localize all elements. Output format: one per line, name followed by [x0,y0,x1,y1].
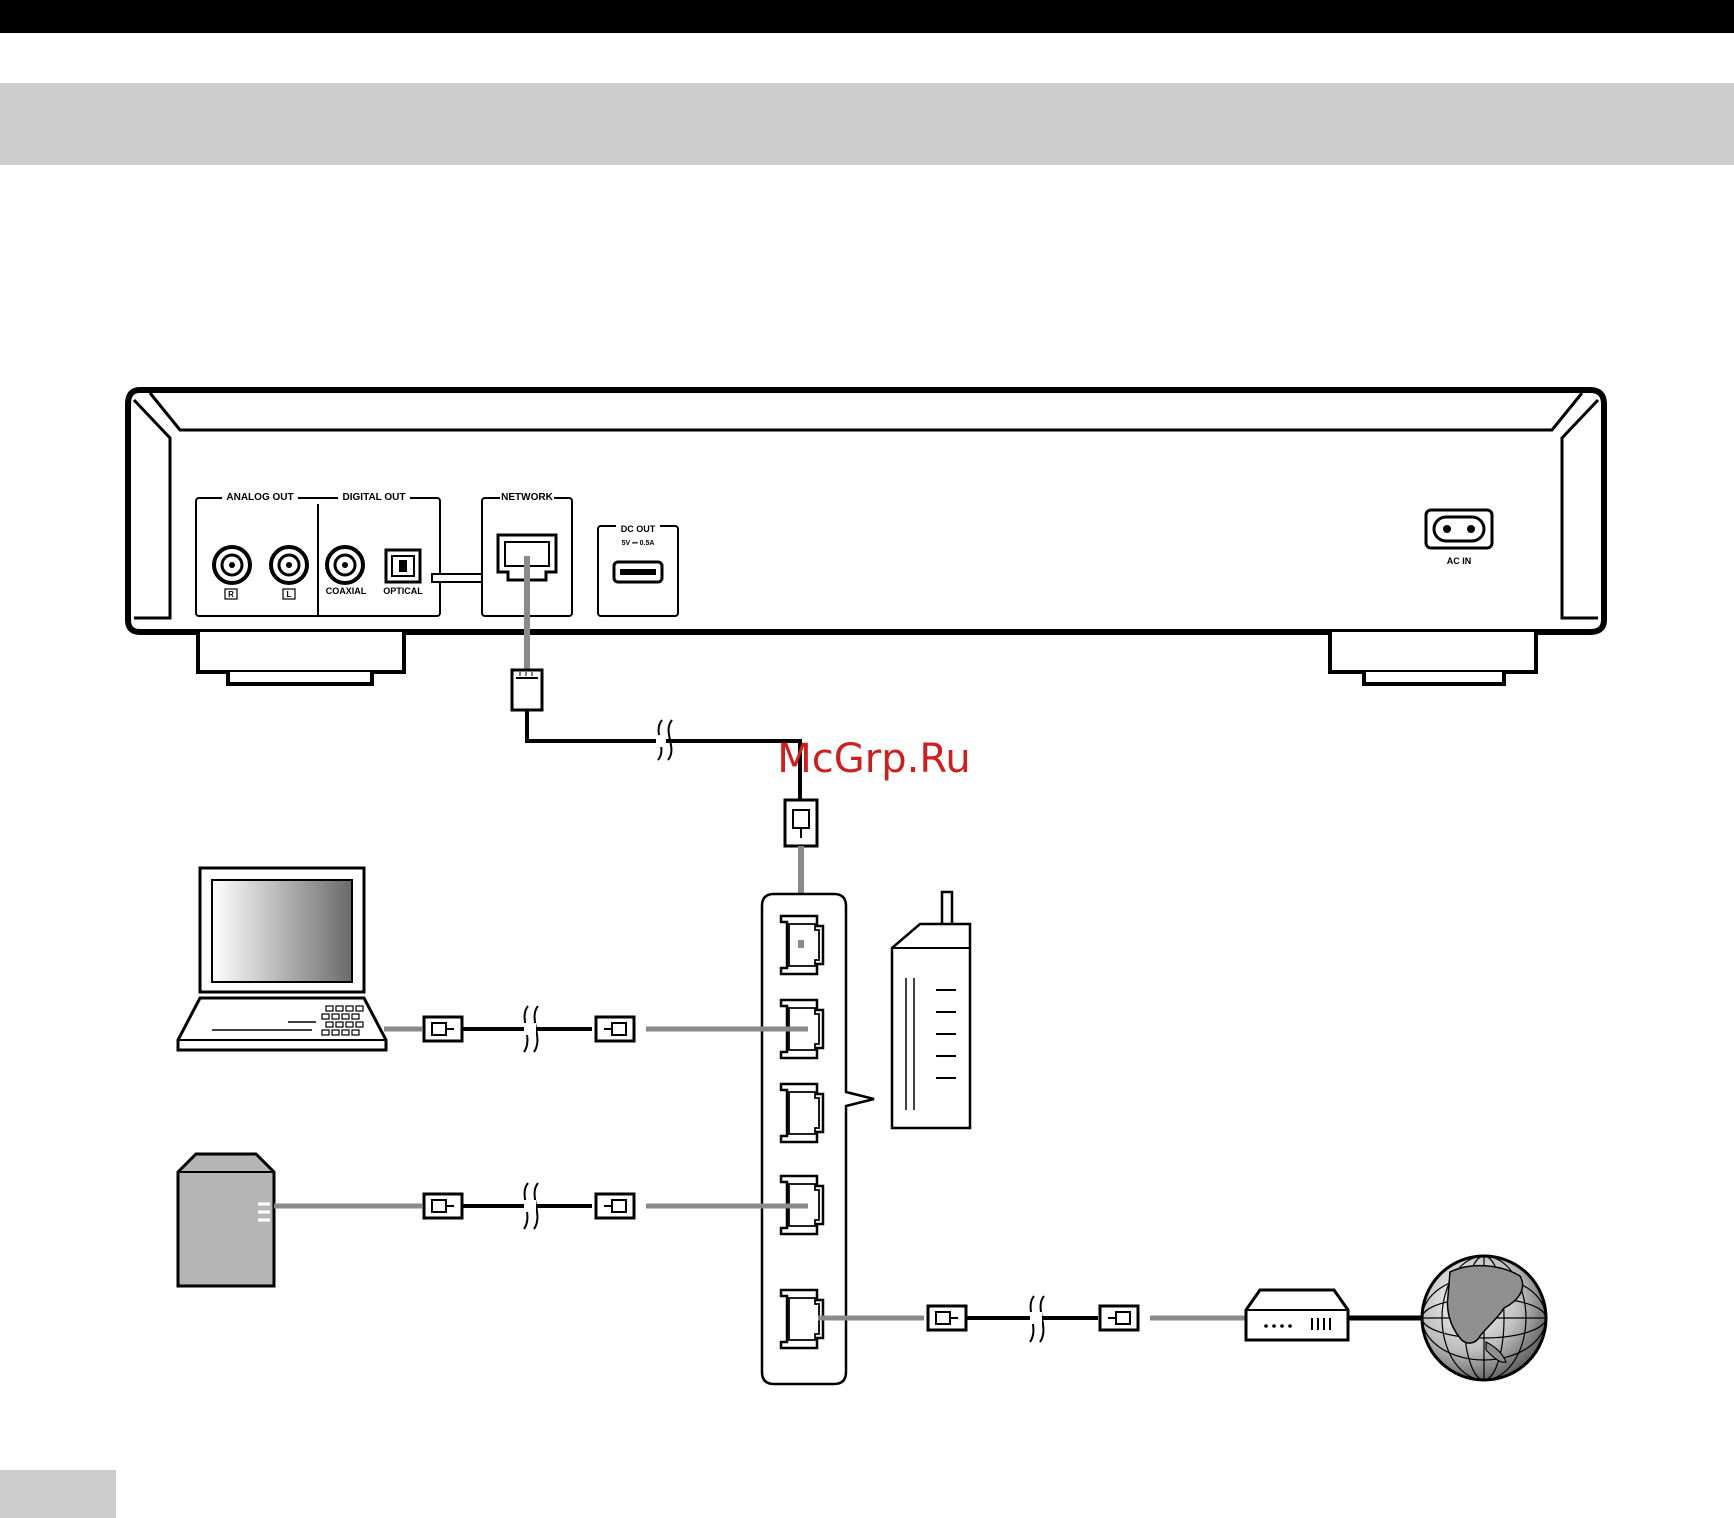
usb-port [614,562,662,582]
analog-l-jack [271,547,307,583]
ac-in-label: AC IN [1447,556,1472,566]
r-label: R [228,590,234,599]
wireless-router-icon [892,892,970,1128]
network-label: NETWORK [501,492,553,503]
optical-jack [386,550,420,582]
analog-out-label: ANALOG OUT [226,492,293,503]
dc-rating-label: 5V ⎓ 0.5A [622,540,655,547]
laptop-icon [178,868,386,1050]
analog-r-jack [214,547,250,583]
coaxial-label: COAXIAL [326,586,367,596]
router-hub-icon [762,894,874,1384]
lan-cable-hub-to-modem [818,1296,1246,1342]
player-rear-panel: ANALOG OUT DIGITAL OUT R L COAXIAL OPTIC [128,390,1604,684]
ac-in-socket [1426,510,1492,548]
globe-icon [1422,1256,1546,1380]
nas-icon [178,1154,274,1286]
lan-cable-nas-to-hub [274,1183,808,1229]
watermark-text: McGrp.Ru [777,736,970,782]
modem-icon [1246,1290,1424,1340]
coaxial-jack [327,547,363,583]
lan-cable-laptop-to-hub [384,1006,808,1052]
optical-label: OPTICAL [383,586,423,596]
hub-port-3 [781,1084,823,1142]
hub-port-5 [781,1290,823,1348]
l-label: L [287,590,292,599]
digital-out-label: DIGITAL OUT [343,492,406,503]
dc-out-label: DC OUT [621,524,656,534]
